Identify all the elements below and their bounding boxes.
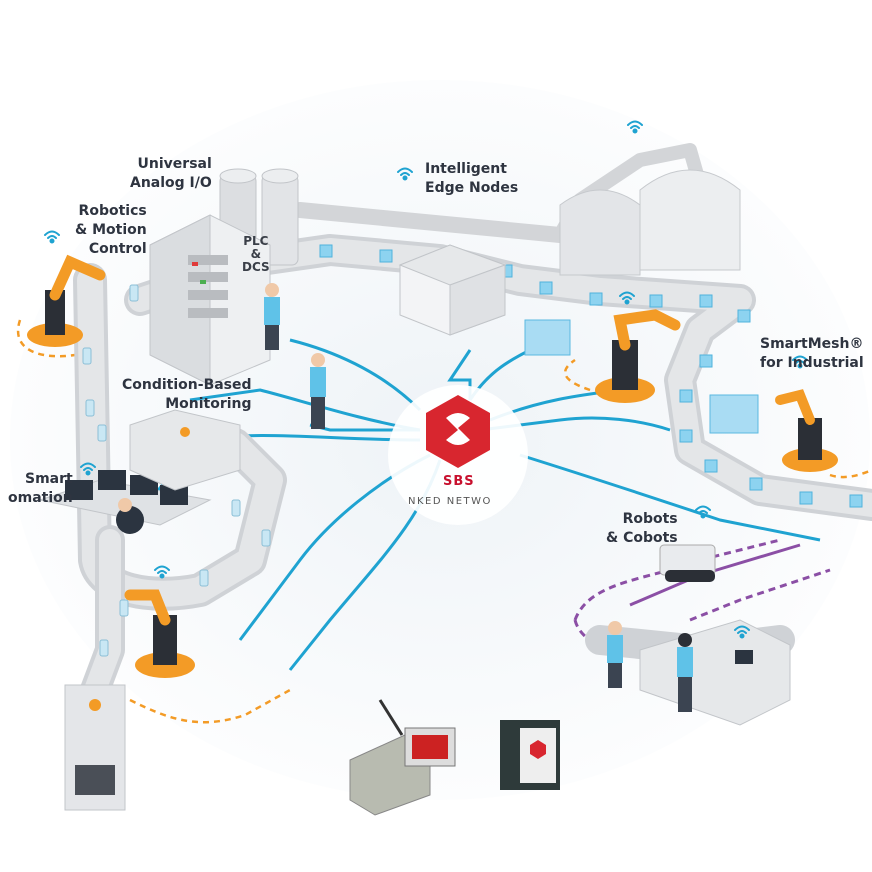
label-plc: PLC xyxy=(243,234,269,248)
monitoring-machine xyxy=(129,409,241,491)
label-edge-nodes-line2: Edge Nodes xyxy=(425,180,519,196)
label-condition-monitoring: Condition-Based Monitoring xyxy=(122,376,252,414)
workers xyxy=(264,283,693,712)
robot-arm-right xyxy=(775,389,838,472)
label-smartmesh-line1: SmartMesh® xyxy=(760,336,864,352)
label-robots-line1: Robots xyxy=(622,511,678,527)
bottles xyxy=(82,284,271,657)
plc-cabinet xyxy=(149,214,271,386)
label-edge-nodes-line1: Intelligent xyxy=(425,161,507,177)
label-plc-amp: & xyxy=(250,247,262,261)
label-automation-line2: omation xyxy=(8,490,73,506)
hub-brand: SBS xyxy=(443,474,475,489)
hub-tagline: NKED NETWO xyxy=(408,496,492,507)
cobot-station xyxy=(639,544,791,726)
label-condition-line2: Monitoring xyxy=(165,396,252,412)
silos-large xyxy=(559,169,741,276)
label-robots-cobots: Robots & Cobots xyxy=(606,510,678,548)
label-robotics-line1: Robotics xyxy=(78,203,147,219)
label-analog-io-line2: Analog I/O xyxy=(130,175,212,191)
label-plc-dcs: PLC & DCS xyxy=(242,235,270,274)
label-robotics: Robotics & Motion Control xyxy=(75,202,147,259)
label-smartmesh: SmartMesh® for Industrial xyxy=(760,335,864,373)
label-robotics-line3: Control xyxy=(88,241,147,257)
control-desk xyxy=(38,470,212,534)
wifi-icons xyxy=(44,120,808,639)
label-automation-line1: Smart xyxy=(25,471,73,487)
label-condition-line1: Condition-Based xyxy=(122,377,252,393)
label-smartmesh-line2: for Industrial xyxy=(760,355,864,371)
label-analog-io-line1: Universal xyxy=(137,156,212,172)
label-robotics-line2: & Motion xyxy=(75,222,147,238)
robot-arm-left xyxy=(27,254,106,347)
robot-arm-center-right xyxy=(595,309,681,403)
label-edge-nodes: Intelligent Edge Nodes xyxy=(425,160,518,198)
label-dcs: DCS xyxy=(242,260,270,274)
robot-arm-bottom xyxy=(124,589,195,678)
gateway-device xyxy=(349,699,456,816)
label-robots-line2: & Cobots xyxy=(606,530,678,546)
inspection-machine xyxy=(64,684,126,811)
edge-server-box xyxy=(398,244,507,336)
orange-dashed-paths xyxy=(16,319,872,724)
sbs-hub xyxy=(388,385,528,525)
label-analog-io: Universal Analog I/O xyxy=(130,155,212,193)
label-automation: Smart omation xyxy=(8,470,73,508)
cube-crates xyxy=(524,319,759,434)
din-rail-device xyxy=(500,720,560,790)
